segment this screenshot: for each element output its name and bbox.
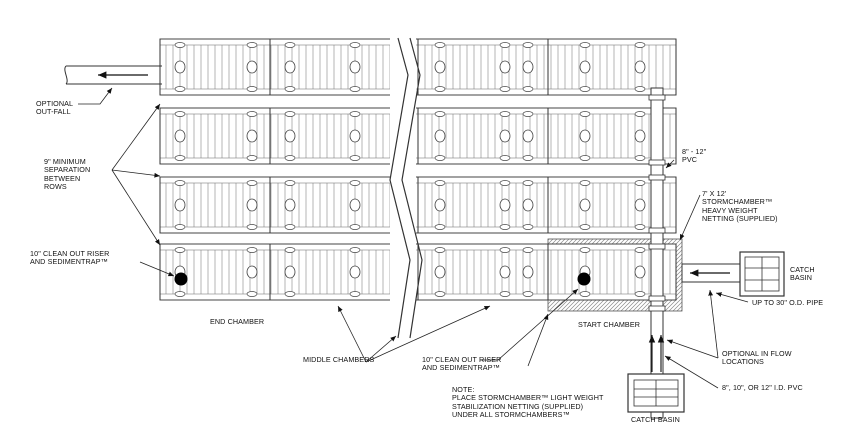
label-heavy-weight-netting: 7' X 12' STORMCHAMBER™ HEAVY WEIGHT NETT…	[702, 189, 778, 224]
label-note: NOTE: PLACE STORMCHAMBER™ LIGHT WEIGHT S…	[452, 385, 604, 420]
label-catch-basin-bottom: CATCH BASIN	[631, 415, 680, 424]
label-up-to-30-pipe: UP TO 30" O.D. PIPE	[752, 298, 824, 307]
pipe-coupling	[648, 94, 666, 101]
pipe-coupling	[648, 243, 666, 250]
clean-out-riser-start-icon	[577, 272, 591, 286]
catch-basin-right-icon	[739, 251, 785, 297]
label-pvc-sizes: 8", 10", OR 12" I.D. PVC	[722, 383, 803, 392]
label-clean-out-riser-bottom: 10" CLEAN OUT RISER AND SEDIMENTRAP™	[422, 355, 502, 373]
label-minimum-separation: 9" MINIMUM SEPARATION BETWEEN ROWS	[44, 157, 91, 192]
pipe-coupling	[648, 295, 666, 302]
leader-lines	[78, 87, 749, 389]
label-end-chamber: END CHAMBER	[210, 317, 265, 326]
pipe-coupling	[648, 159, 666, 166]
label-middle-chambers: MIDDLE CHAMBERS	[303, 355, 375, 364]
chamber-rows	[159, 38, 677, 301]
label-optional-out-fall: OPTIONAL OUT-FALL	[36, 99, 74, 117]
outfall-pipe	[64, 65, 162, 85]
pipe-coupling	[648, 227, 666, 234]
label-clean-out-riser-left: 10" CLEAN OUT RISER AND SEDIMENTRAP™	[30, 249, 110, 267]
label-catch-basin-right: CATCH BASIN	[790, 265, 815, 283]
catch-basin-bottom-icon	[627, 373, 685, 413]
label-start-chamber: START CHAMBER	[578, 320, 641, 329]
pipe-coupling	[648, 305, 666, 312]
pipe-coupling	[648, 174, 666, 181]
pvc-header-pipe	[648, 87, 666, 419]
chamber-row	[159, 176, 677, 234]
clean-out-riser-left-icon	[174, 272, 188, 286]
chamber-row	[159, 107, 677, 165]
inflow-pipe-right	[681, 263, 741, 283]
label-pvc-8-12: 8" - 12" PVC	[682, 147, 707, 165]
chamber-row	[159, 243, 677, 301]
break-line	[389, 37, 423, 339]
label-optional-inflow-locations: OPTIONAL IN FLOW LOCATIONS	[722, 349, 792, 367]
